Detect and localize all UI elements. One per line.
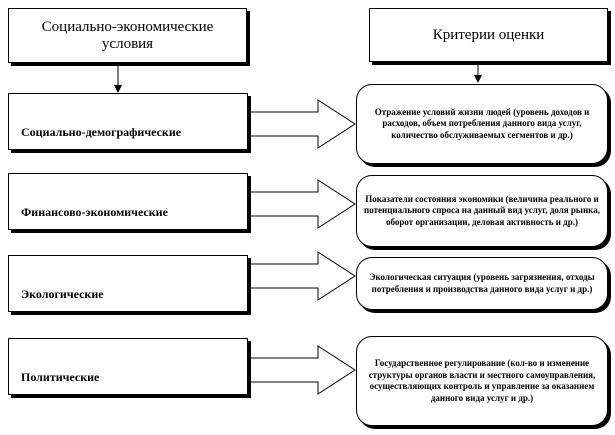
block-arrow-3 [247, 251, 356, 301]
condition-box-ecological: Экологические [8, 255, 248, 312]
header-conditions-label: Социально-экономические условия [41, 18, 214, 52]
condition-label: Экологические [21, 287, 104, 301]
header-conditions-box: Социально-экономические условия [8, 8, 247, 63]
block-arrow-4 [247, 345, 356, 395]
criteria-text: Экологическая ситуация (уровень загрязне… [369, 272, 595, 294]
criteria-box-ecological: Экологическая ситуация (уровень загрязне… [356, 257, 608, 310]
condition-label: Финансово-экономические [21, 205, 168, 219]
criteria-text: Отражение условий жизни людей (уровень д… [374, 106, 590, 140]
criteria-box-socio-demographic: Отражение условий жизни людей (уровень д… [356, 84, 608, 164]
criteria-text: Государственное регулирование (кол-во и … [368, 358, 596, 403]
header-criteria-label: Критерии оценки [432, 26, 545, 43]
condition-label: Политические [21, 370, 100, 384]
condition-box-political: Политические [8, 338, 248, 395]
block-arrow-1 [247, 99, 356, 149]
block-arrow-2 [247, 179, 356, 229]
condition-box-socio-demographic: Социально-демографические [8, 93, 248, 150]
condition-label: Социально-демографические [21, 125, 182, 139]
header-criteria-box: Критерии оценки [369, 8, 608, 62]
condition-box-financial-economic: Финансово-экономические [8, 173, 248, 230]
criteria-box-financial-economic: Показатели состояния экономики (величина… [356, 175, 608, 247]
criteria-box-political: Государственное регулирование (кол-во и … [356, 336, 608, 426]
criteria-text: Показатели состояния экономики (величина… [364, 193, 600, 227]
